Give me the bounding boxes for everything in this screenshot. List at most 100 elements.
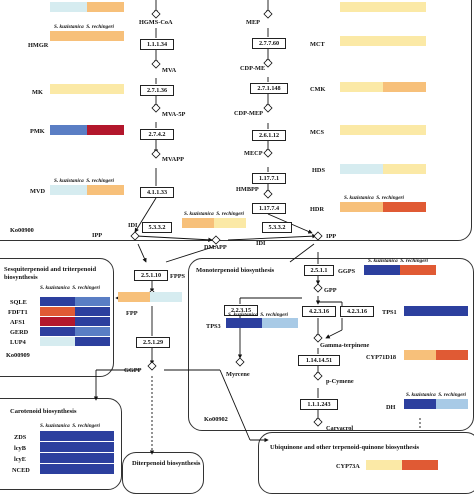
heatmap-cell (383, 202, 426, 212)
heatmap-mct (340, 36, 426, 46)
heatmap-cell (340, 202, 383, 212)
heatmap-cell (404, 306, 436, 316)
gene-lcye: lcyE (14, 456, 26, 463)
heatmap-cell (40, 307, 75, 316)
metabolite-mvapp: MVAPP (162, 156, 184, 163)
metabolite-ipp-left: IPP (92, 232, 103, 239)
heatmap-cell (50, 2, 87, 12)
enzyme-box: 4.1.1.33 (140, 187, 174, 198)
heatmap-mcs (340, 125, 426, 135)
heatmap-fdft1 (40, 307, 110, 316)
heatmap-cell (182, 218, 214, 228)
metabolite-myrcene: Myrcene (226, 371, 250, 378)
enzyme-box: 1.1.1.34 (140, 39, 174, 50)
enzyme-box: 2.7.1.36 (140, 85, 174, 96)
heatmap-cell (436, 350, 468, 360)
heatmap-cell (400, 265, 436, 275)
heatmap-cell (87, 84, 124, 94)
species-label: S. kuzistanica S. rechingeri (184, 211, 244, 217)
heatmap-cell (75, 337, 110, 346)
heatmap-zds (40, 431, 114, 441)
metabolite-gamma-terpinene: Gamma-terpinene (320, 342, 370, 349)
enzyme-box: 2.5.1.29 (136, 337, 170, 348)
heatmap-cell (77, 453, 114, 463)
gene-hdr: HDR (310, 206, 324, 213)
heatmap-cell (40, 317, 75, 326)
heatmap-cell (226, 318, 262, 328)
heatmap-gerd (40, 327, 110, 336)
mva-mep-region (0, 0, 472, 241)
heatmap-cell (383, 82, 426, 92)
sesqui-title-line2: biosynthesis (4, 274, 38, 281)
gene-pmk: PMK (30, 128, 45, 135)
gene-cyp73a: CYP73A (336, 463, 360, 470)
heatmap-sqle (40, 297, 110, 306)
species-label: S. kuzistanica S. rechingeri (406, 392, 466, 398)
heatmap-cell (262, 318, 298, 328)
gene-mct: MCT (310, 41, 325, 48)
heatmap-cell (87, 2, 124, 12)
heatmap-ggps (364, 265, 436, 275)
gene-zds: ZDS (14, 434, 27, 441)
metabolite-ipp-right: IPP (326, 233, 337, 240)
idi-label-left: IDI (128, 222, 138, 229)
enzyme-box: 2.7.7.60 (252, 38, 286, 49)
gene-sqle: SQLE (10, 299, 27, 306)
heatmap-cell (50, 125, 87, 135)
enzyme-box: 2.7.1.148 (250, 83, 288, 94)
heatmap-cell (87, 31, 124, 41)
species-label: S. kuzistanica S. rechingeri (54, 178, 114, 184)
heatmap-hmgr (50, 31, 124, 41)
heatmap-cell (436, 399, 468, 409)
heatmap-cell (50, 185, 87, 195)
heatmap-cell (87, 185, 124, 195)
species-label: S. kuzistanica S. rechingeri (40, 423, 100, 429)
heatmap-cell (404, 350, 436, 360)
heatmap-tps1 (404, 306, 468, 316)
heatmap-cell (50, 31, 87, 41)
region-label-ko00909: Ko00909 (6, 352, 30, 359)
region-label-ko00902: Ko00902 (204, 416, 228, 423)
metabolite-dmapp: DMAPP (204, 244, 227, 251)
metabolite-p-cymene: p-Cymene (326, 378, 354, 385)
carotenoid-title: Carotenoid biosynthesis (10, 408, 77, 415)
heatmap-cell (436, 306, 468, 316)
heatmap-cell (118, 292, 150, 302)
enzyme-box: 2.5.1.1 (304, 265, 334, 276)
sesqui-title-line1: Sesquiterpenoid and triterpenoid (4, 266, 97, 273)
metabolite-ggpp: GGPP (124, 367, 142, 374)
heatmap-pmk (50, 125, 124, 135)
heatmap-fpps (118, 292, 182, 302)
gene-tps1: TPS1 (382, 309, 397, 316)
gene-gerd: GERD (10, 329, 29, 336)
heatmap-cell (75, 297, 110, 306)
heatmap-cell (40, 464, 77, 474)
enzyme-box: 4.2.3.16 (340, 306, 374, 317)
metabolite-cdp-mep: CDP-MEP (234, 110, 264, 117)
heatmap-dh (404, 399, 468, 409)
pathway-arrows (93, 0, 421, 455)
heatmap-nced (40, 464, 114, 474)
gene-hmgr: HMGR (28, 42, 49, 49)
heatmap-mvd (50, 185, 124, 195)
region-label-ko00900: Ko00900 (10, 227, 34, 234)
heatmap-cell (75, 327, 110, 336)
metabolite-hmbpp: HMBPP (236, 186, 259, 193)
heatmap-cell (40, 327, 75, 336)
gene-mvd: MVD (30, 188, 46, 195)
species-label: S. kuzistanica S. rechingeri (344, 195, 404, 201)
heatmap-afs1 (40, 317, 110, 326)
metabolite-fpp: FPP (126, 310, 138, 317)
heatmap-cell (366, 460, 402, 470)
species-label: S. kuzistanica S. rechingeri (228, 312, 288, 318)
metabolite-gpp: GPP (324, 287, 337, 294)
heatmap-cyp71d18 (404, 350, 468, 360)
heatmap-cell (214, 218, 246, 228)
ggps-label: GGPS (338, 268, 356, 275)
heatmap-lup4 (40, 337, 110, 346)
heatmap-cmk (340, 82, 426, 92)
metabolite-mecp: MECP (244, 150, 263, 157)
heatmap-cell (77, 431, 114, 441)
heatmap-lcye (40, 453, 114, 463)
species-label: S. kuzistanica S. rechingeri (54, 24, 114, 30)
